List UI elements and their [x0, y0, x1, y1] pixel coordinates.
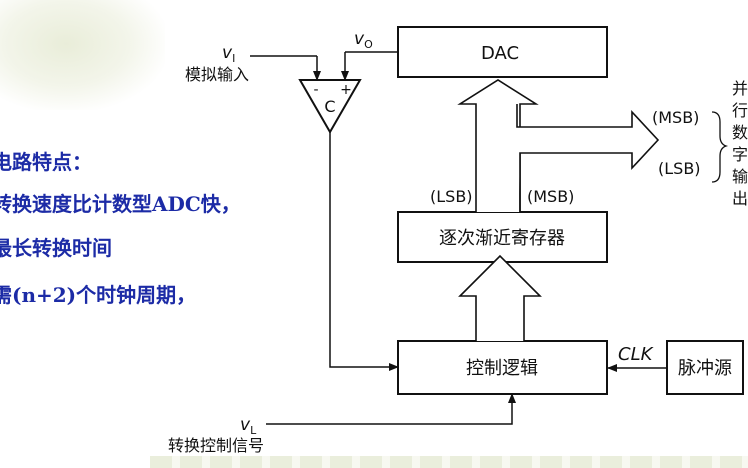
control-to-sar-bus: [458, 254, 542, 341]
output-char-2: 行: [732, 101, 748, 120]
control-logic-label: 控制逻辑: [466, 358, 538, 379]
comparator-symbol: [298, 79, 362, 135]
note-heading: 电路特点：: [0, 150, 92, 174]
msb-output-label: (MSB): [652, 108, 699, 127]
dac-block: [397, 26, 608, 78]
output-char-3: 数: [732, 123, 748, 142]
pulse-source-label: 脉冲源: [678, 358, 732, 379]
comparator-plus: +: [340, 82, 352, 98]
comparator-minus: -: [313, 82, 318, 98]
vi-description: 模拟输入: [185, 65, 249, 84]
lsb-bus-label: (LSB): [430, 187, 473, 206]
output-char-6: 出: [732, 189, 748, 208]
vl-description: 转换控制信号: [168, 436, 264, 455]
output-char-4: 字: [732, 145, 748, 164]
vi-symbol: vI: [222, 43, 235, 65]
output-brace: [711, 111, 729, 183]
msb-bus-label: (MSB): [527, 187, 574, 206]
note-speed: 转换速度比计数型ADC快，: [0, 192, 241, 216]
dac-label: DAC: [481, 43, 519, 64]
note-max-time: 最长转换时间: [0, 236, 112, 260]
lsb-output-label: (LSB): [658, 159, 701, 178]
vl-wire: [266, 393, 516, 425]
comparator-output-wire: [329, 132, 399, 371]
parallel-output-bus: [516, 104, 660, 212]
vo-symbol: vO: [354, 29, 373, 51]
vl-symbol: vL: [240, 415, 257, 437]
background-decoration-top-left: [0, 0, 165, 110]
output-char-5: 输: [732, 167, 748, 186]
clk-label: CLK: [618, 344, 654, 365]
output-char-1: 并: [732, 79, 748, 98]
comparator-label: C: [324, 97, 335, 116]
background-decoration-bottom: [150, 456, 748, 468]
pulse-source-block: [666, 340, 744, 395]
sar-register-label: 逐次渐近寄存器: [439, 228, 565, 249]
note-clock-cycles: 需(n+2)个时钟周期，: [0, 283, 197, 307]
circuit-notes: 电路特点： 转换速度比计数型ADC快， 最长转换时间 需(n+2)个时钟周期，: [0, 0, 330, 330]
